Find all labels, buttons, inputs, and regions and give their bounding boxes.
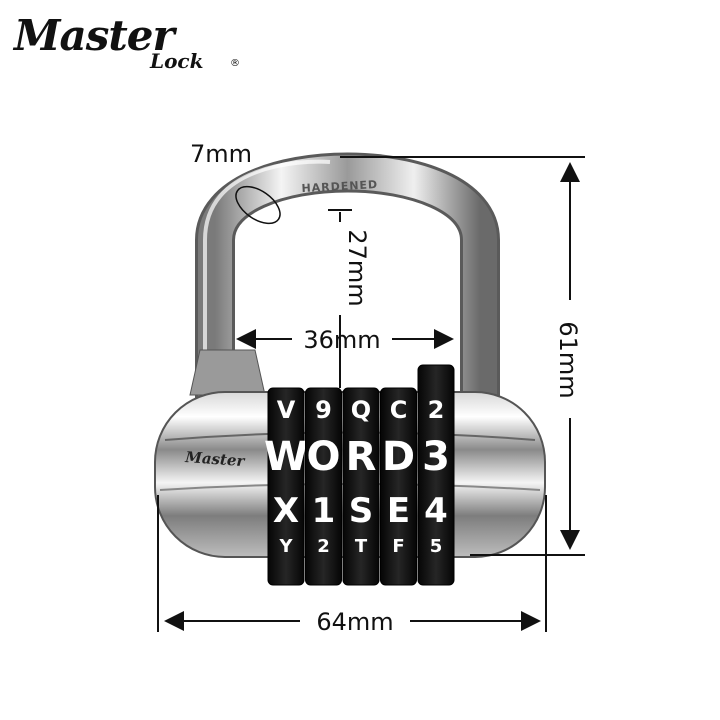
wheel-5-row-main: 3 bbox=[422, 434, 450, 480]
dim-total-height: 61mm bbox=[340, 156, 585, 556]
wheel-4-band[interactable] bbox=[380, 387, 417, 586]
wheel-1-band[interactable] bbox=[267, 387, 305, 586]
body-brand-text: Master bbox=[184, 448, 246, 470]
wheel-3-row-main: R bbox=[346, 434, 377, 480]
logo-trademark: ® bbox=[230, 58, 240, 69]
dim-label-61mm: 61mm bbox=[554, 321, 582, 398]
shackle-hardened-text: HARDENED bbox=[301, 178, 378, 195]
wheel-3-row-top-partial: Q bbox=[351, 396, 371, 424]
wheel-1-row-main: W bbox=[264, 434, 308, 480]
wheel-3-band[interactable] bbox=[342, 387, 380, 586]
shackle: HARDENED bbox=[195, 152, 500, 400]
wheel-2-row-main: O bbox=[306, 434, 340, 480]
wheel-5-row-top-partial: 2 bbox=[428, 396, 445, 424]
logo-main-text: Master bbox=[12, 11, 177, 60]
dim-label-7mm: 7mm bbox=[190, 140, 252, 168]
wheel-1-row-bottom-partial: Y bbox=[278, 536, 293, 557]
dim-label-27mm: 27mm bbox=[343, 229, 371, 306]
wheel-5[interactable]: 2 3 4 5 bbox=[417, 364, 455, 586]
wheel-5-band[interactable] bbox=[417, 364, 455, 586]
dim-label-64mm: 64mm bbox=[316, 608, 393, 636]
wheel-1-row-below: X bbox=[273, 491, 299, 531]
wheel-4-row-bottom-partial: F bbox=[392, 536, 404, 557]
wheel-3-row-below: S bbox=[349, 491, 374, 531]
wheel-5-row-bottom-partial: 5 bbox=[430, 536, 443, 557]
wheel-2-band[interactable] bbox=[305, 387, 342, 586]
wheel-5-row-below: 4 bbox=[424, 491, 448, 531]
dim-shackle-width: 36mm bbox=[236, 326, 454, 354]
wheel-3-row-bottom-partial: T bbox=[355, 536, 368, 557]
wheel-2-row-bottom-partial: 2 bbox=[317, 536, 330, 557]
wheel-1-row-top-partial: V bbox=[277, 396, 296, 424]
dim-label-36mm: 36mm bbox=[303, 326, 380, 354]
wheel-2[interactable]: 9O 1 2 bbox=[305, 387, 342, 586]
dim-shackle-clearance: 27mm bbox=[328, 209, 371, 388]
dim-body-width: 64mm bbox=[157, 495, 547, 636]
dim-shackle-thickness: 7mm bbox=[190, 140, 281, 225]
wheel-4-row-top-partial: C bbox=[390, 396, 408, 424]
logo-sub-text: Lock bbox=[149, 49, 203, 73]
master-lock-logo: Master Lock ® bbox=[12, 11, 240, 73]
wheel-4-row-below: E bbox=[387, 491, 410, 531]
wheel-2-row-top-partial: 9 bbox=[315, 396, 332, 424]
shackle-collar bbox=[189, 349, 266, 396]
wheel-2-row-below: 1 bbox=[312, 491, 336, 531]
wheel-4-row-main: D bbox=[382, 434, 415, 480]
